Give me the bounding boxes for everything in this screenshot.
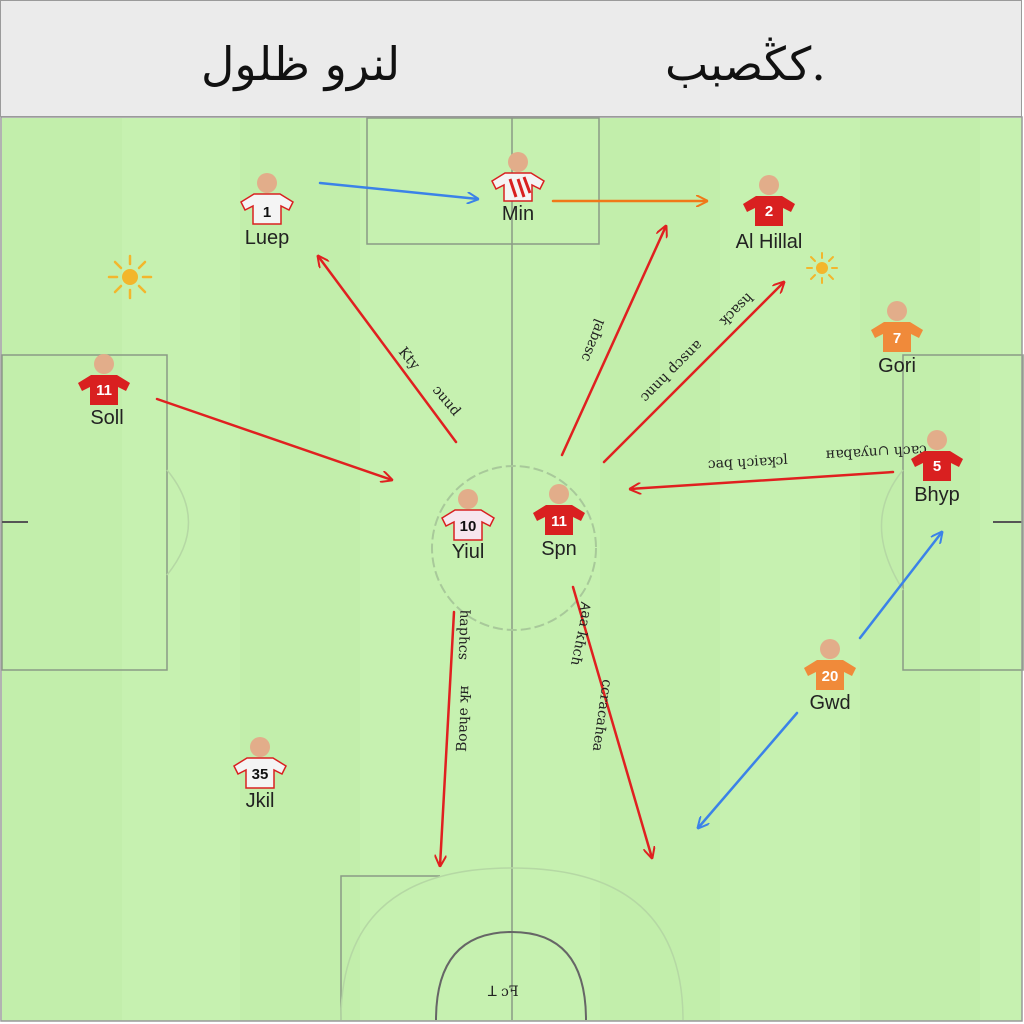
player-head [887, 301, 907, 321]
sun-icon [107, 254, 153, 300]
player-head [250, 737, 270, 757]
player-shirt [911, 451, 963, 481]
shirt-stripes [508, 176, 532, 198]
player-shirt [491, 172, 545, 202]
player-name: Yiul [452, 541, 485, 563]
player-head [759, 175, 779, 195]
pass-arrow [440, 610, 456, 866]
bottom-box [340, 875, 440, 1020]
shirt-number: 11 [96, 382, 112, 399]
right-penalty-box [902, 354, 1024, 671]
player-shirt [233, 757, 287, 789]
pitch-stripe [2, 118, 122, 1021]
player-name: Gwd [809, 692, 850, 714]
pitch-stripe [860, 118, 980, 1021]
player-shirt [743, 196, 795, 226]
player-name: Gori [878, 355, 916, 377]
arrow-note: sɔɥdɐɥ [454, 609, 472, 660]
arrow-note: Boɐɥe ʞʜ [454, 685, 472, 752]
player-name: Al Hillal [736, 231, 803, 253]
pitch-border [0, 116, 1023, 1022]
arrow-note: ʜɐqɐʎu∩ ɥɔɐɔ [825, 441, 927, 462]
player-gori: 7 Gori [871, 301, 923, 377]
player-yiul: 10 Yiul [441, 489, 495, 563]
player-soll: 11 Soll [78, 354, 130, 429]
header-title-right: كڭصبب. [665, 37, 826, 91]
pass-arrow [602, 282, 784, 464]
right-penalty-arc [880, 469, 904, 591]
player-head [508, 152, 528, 172]
player-head [94, 354, 114, 374]
top-goal-box [366, 117, 600, 245]
player-shirt [78, 375, 130, 405]
player-name: Soll [90, 407, 123, 429]
player-gwd: 20 Gwd [804, 639, 856, 714]
shirt-number: 35 [252, 766, 269, 783]
pass-arrow [571, 585, 652, 858]
player-head [927, 430, 947, 450]
arrows [155, 181, 942, 866]
player-shirt [441, 509, 495, 541]
left-penalty-arc [166, 469, 190, 576]
shirt-number: 7 [893, 330, 901, 347]
player-luep: 1 Luep [240, 173, 294, 249]
player-name: Spn [541, 538, 577, 560]
player-name: Luep [245, 227, 290, 249]
player-shirt [804, 660, 856, 690]
player-shirt [533, 505, 585, 535]
player-shirt [871, 322, 923, 352]
player-head [820, 639, 840, 659]
pass-arrow [698, 711, 799, 828]
shirt-number: 10 [460, 518, 477, 535]
player-name: Jkil [246, 790, 275, 812]
player-shirt [240, 193, 294, 225]
pass-arrow [630, 470, 895, 489]
pitch-stripe [600, 118, 720, 1021]
player-min: Min [491, 152, 545, 225]
player-name: Bhyp [914, 484, 960, 506]
player-head [257, 173, 277, 193]
pass-arrow [155, 397, 392, 480]
sun-icon [806, 252, 838, 284]
player-spn: 11 Spn [533, 484, 585, 560]
pass-arrow [318, 256, 458, 444]
shirt-number: 2 [765, 203, 773, 220]
pitch-stripe [240, 118, 360, 1021]
pass-arrow [560, 226, 666, 457]
pitch: ꓕ ɔꟻ [0, 116, 1024, 1022]
player-bhyp: 5 Bhyp [911, 430, 963, 506]
pass-arrow [318, 181, 478, 199]
player-al-hillal: 2 Al Hillal [736, 175, 803, 253]
center-circle [431, 465, 597, 631]
shirt-number: 20 [822, 668, 839, 685]
bottom-large-arc [340, 867, 684, 1021]
goal-note: ꓕ ɔꟻ [487, 984, 519, 1000]
player-head [458, 489, 478, 509]
player-jkil: 35 Jkil [233, 737, 287, 812]
player-name: Min [502, 203, 534, 225]
left-penalty-box [1, 354, 168, 671]
player-head [549, 484, 569, 504]
shirt-number: 11 [551, 513, 567, 530]
shirt-number: 5 [933, 458, 941, 475]
shirt-number: 1 [263, 204, 271, 221]
header-title-left: لنرو ظلول [201, 37, 401, 91]
bottom-goal-arc [435, 930, 587, 1021]
header-bar: لنرو ظلول كڭصبب. [0, 0, 1022, 117]
pass-arrow [858, 532, 942, 640]
arrow-note: ɔaq ɥɔiɐʞɔl [707, 452, 788, 472]
